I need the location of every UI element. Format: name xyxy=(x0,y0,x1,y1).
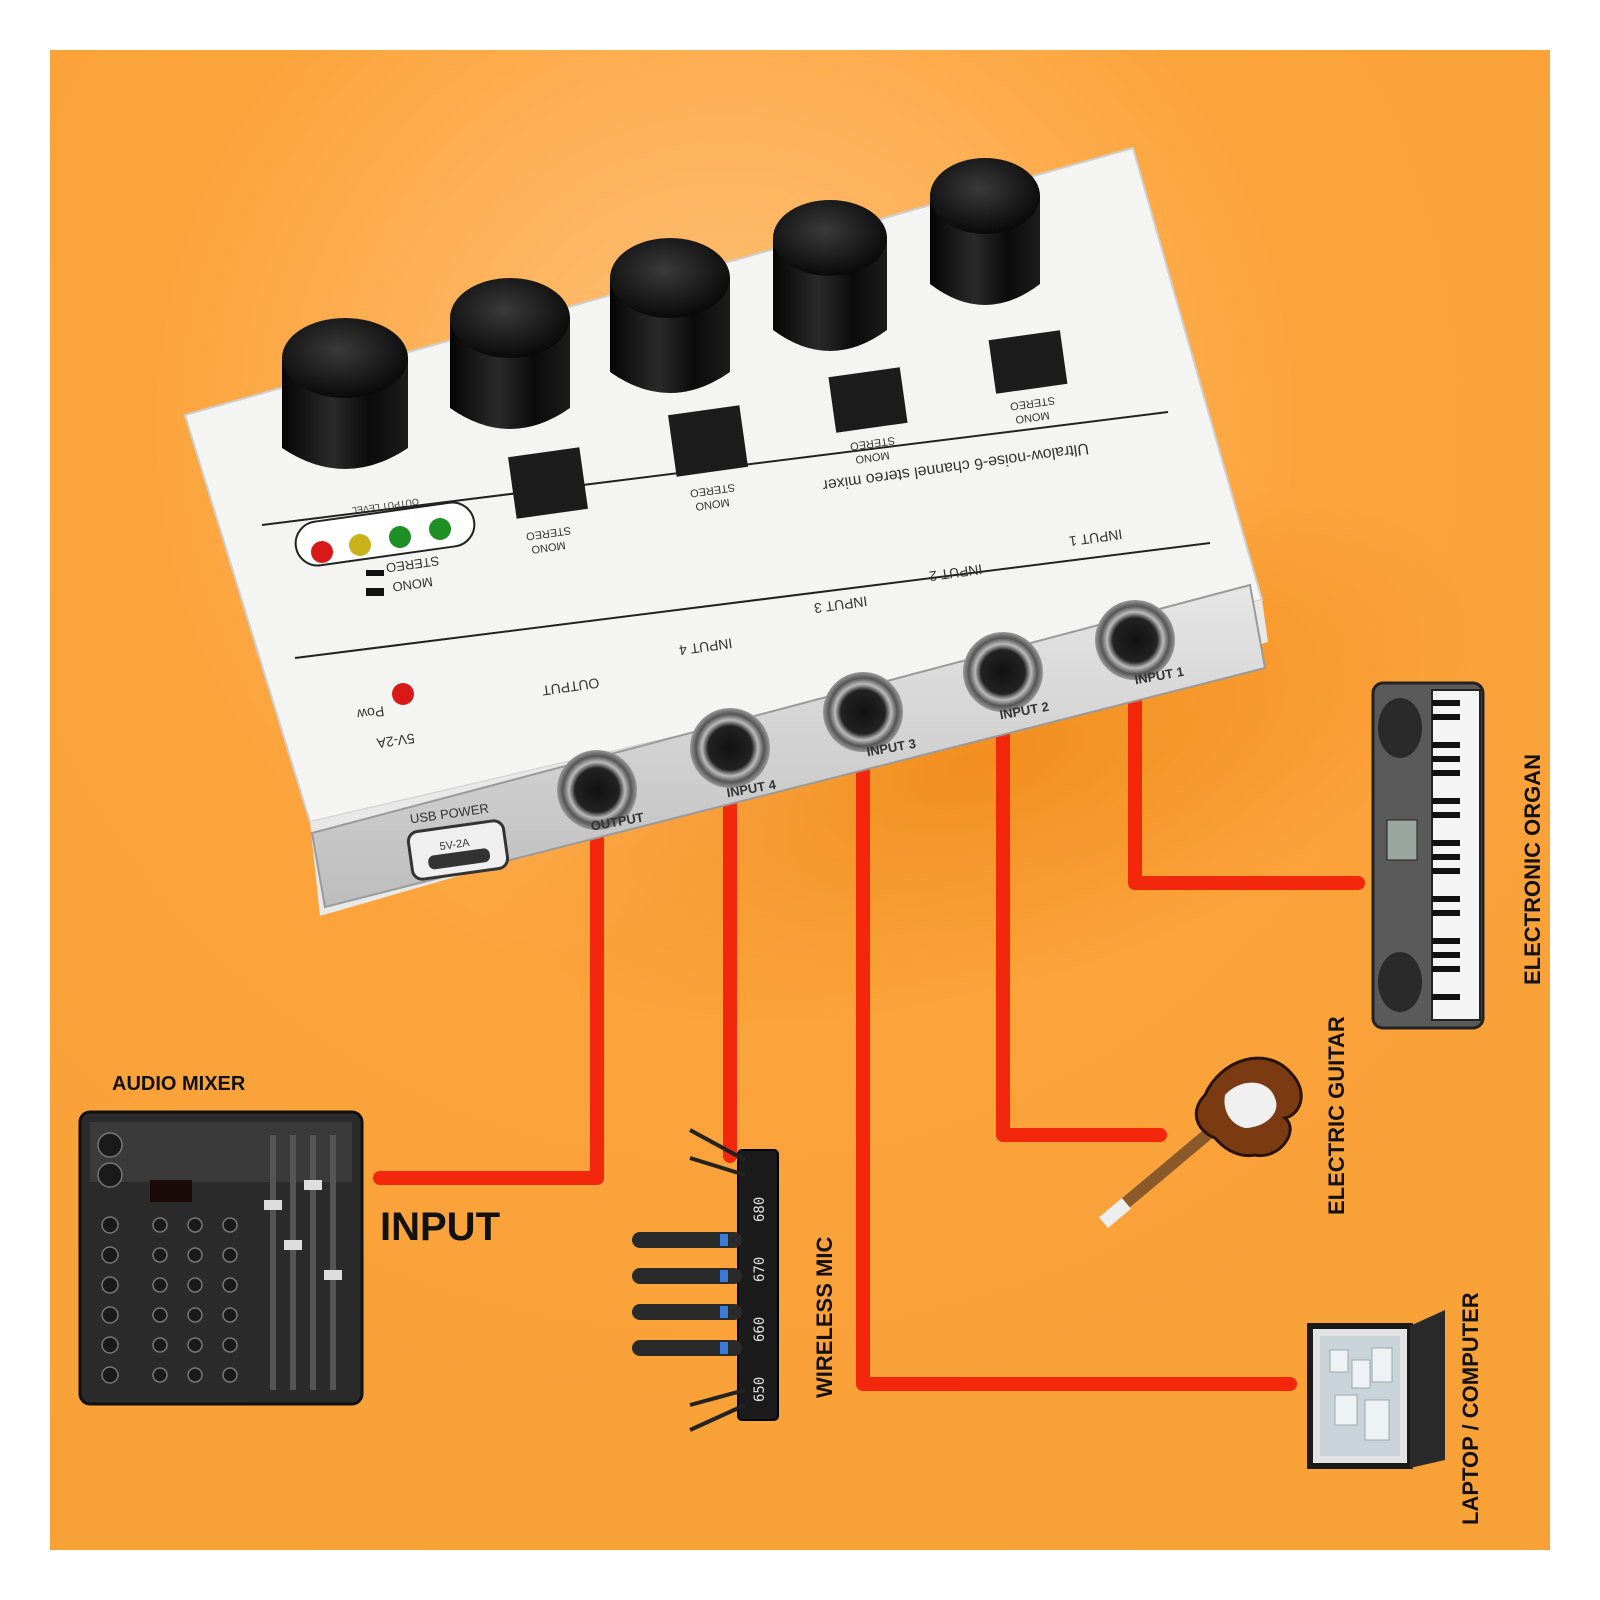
organ-black-keys xyxy=(1432,700,1460,1000)
power-led xyxy=(392,683,414,705)
wireless-mic-device: 650 660 670 680 xyxy=(632,1128,779,1432)
level-led-green-2 xyxy=(429,518,451,540)
top-label-input-2: INPUT 2 xyxy=(928,561,983,584)
top-label-output: OUTPUT xyxy=(541,675,601,699)
top-label-input-4: INPUT 4 xyxy=(678,635,733,658)
jack-input-4[interactable] xyxy=(690,708,770,788)
electronic-organ-label: ELECTRONIC ORGAN xyxy=(1520,754,1545,985)
cable-output-to-audio-mixer xyxy=(373,790,604,1185)
mini-mixer-device: Ultralow-noise-6 channel stereo mixer OU… xyxy=(183,146,1268,916)
organ-speaker-bottom xyxy=(1378,952,1422,1012)
jack-output[interactable] xyxy=(557,750,637,830)
electronic-organ-device xyxy=(1371,681,1485,1030)
audio-mixer-faders xyxy=(270,1135,336,1390)
audio-mixer-display xyxy=(150,1180,192,1202)
svg-text:MONO: MONO xyxy=(530,539,566,556)
jack-input-1[interactable] xyxy=(1095,600,1175,680)
mic-channel-650: 650 xyxy=(752,1377,768,1402)
volume-knob-2[interactable] xyxy=(773,200,887,351)
input-label: INPUT xyxy=(380,1205,500,1249)
receiver-antenna-4 xyxy=(689,1388,746,1407)
cable-input2-to-guitar xyxy=(996,662,1167,1142)
knob-group xyxy=(282,158,1040,469)
mic-channel-680: 680 xyxy=(752,1197,768,1222)
mic-channel-670: 670 xyxy=(752,1257,768,1282)
handheld-mic-group xyxy=(632,1232,742,1356)
cable-input1-to-organ xyxy=(1128,626,1365,890)
volume-knob-4[interactable] xyxy=(450,278,570,429)
audio-mixer-knob-grid xyxy=(97,1132,238,1384)
mono-stereo-switch-5[interactable]: STEREO MONO xyxy=(508,447,588,555)
laptop-device xyxy=(1307,1310,1445,1469)
level-led-yellow xyxy=(349,534,371,556)
power-rating: 5V-2A xyxy=(375,730,416,751)
legend-stereo-swatch xyxy=(366,570,384,576)
laptop-keyboard-base xyxy=(1410,1310,1445,1468)
handheld-mic-2 xyxy=(632,1268,742,1284)
audio-mixer-device xyxy=(78,1110,364,1406)
mono-stereo-switch-1[interactable]: STEREO MONO xyxy=(988,330,1068,426)
usb-port-label: 5V-2A xyxy=(439,837,471,853)
mixer-divider-lower xyxy=(294,542,1211,659)
jack-input-2[interactable] xyxy=(963,632,1043,712)
handheld-mic-3 xyxy=(632,1304,742,1320)
level-led-green-1 xyxy=(389,526,411,548)
level-led-red xyxy=(311,541,333,563)
audio-mixer-fader-caps xyxy=(264,1180,342,1280)
mono-stereo-switch-4[interactable]: STEREO MONO xyxy=(668,405,748,512)
audio-mixer-label: AUDIO MIXER xyxy=(112,1073,246,1095)
volume-knob-1[interactable] xyxy=(930,158,1040,305)
receiver-antenna-3 xyxy=(689,1403,746,1432)
laptop-label: LAPTOP / COMPUTER xyxy=(1458,1292,1483,1525)
switch-group: STEREO MONO STEREO MONO STEREO MONO STER… xyxy=(508,330,1068,555)
jack-input-3[interactable] xyxy=(823,672,903,752)
usb-c-port[interactable] xyxy=(427,848,491,870)
svg-text:MONO: MONO xyxy=(1014,409,1050,426)
organ-display xyxy=(1386,819,1418,861)
top-label-input-3: INPUT 3 xyxy=(813,593,868,616)
volume-knob-5[interactable] xyxy=(282,318,408,469)
svg-text:MONO: MONO xyxy=(854,449,890,466)
svg-text:MONO: MONO xyxy=(694,496,730,513)
wireless-mic-label: WIRELESS MIC xyxy=(812,1237,837,1398)
electric-guitar-device xyxy=(1099,1056,1303,1229)
volume-knob-3[interactable] xyxy=(610,238,730,393)
legend-stereo-label: STEREO xyxy=(385,553,440,575)
cable-group xyxy=(373,626,1365,1391)
mic-receiver-unit xyxy=(737,1149,779,1421)
organ-speaker-top xyxy=(1378,698,1422,758)
receiver-antenna-1 xyxy=(689,1128,746,1162)
jack-group xyxy=(557,600,1175,830)
guitar-pickguard xyxy=(1224,1082,1277,1128)
cable-input3-to-laptop xyxy=(856,699,1297,1391)
electric-guitar-label: ELECTRIC GUITAR xyxy=(1324,1016,1349,1215)
level-led-strip xyxy=(294,501,476,567)
mic-channel-660: 660 xyxy=(752,1317,768,1342)
legend-mono-label: MONO xyxy=(392,574,434,594)
receiver-antenna-2 xyxy=(689,1156,746,1177)
guitar-headstock xyxy=(1099,1197,1131,1229)
handheld-mic-4 xyxy=(632,1340,742,1356)
power-label: Pow xyxy=(355,703,385,723)
top-label-input-1: INPUT 1 xyxy=(1068,526,1123,549)
handheld-mic-1 xyxy=(632,1232,742,1248)
legend-mono-swatch xyxy=(366,588,384,596)
